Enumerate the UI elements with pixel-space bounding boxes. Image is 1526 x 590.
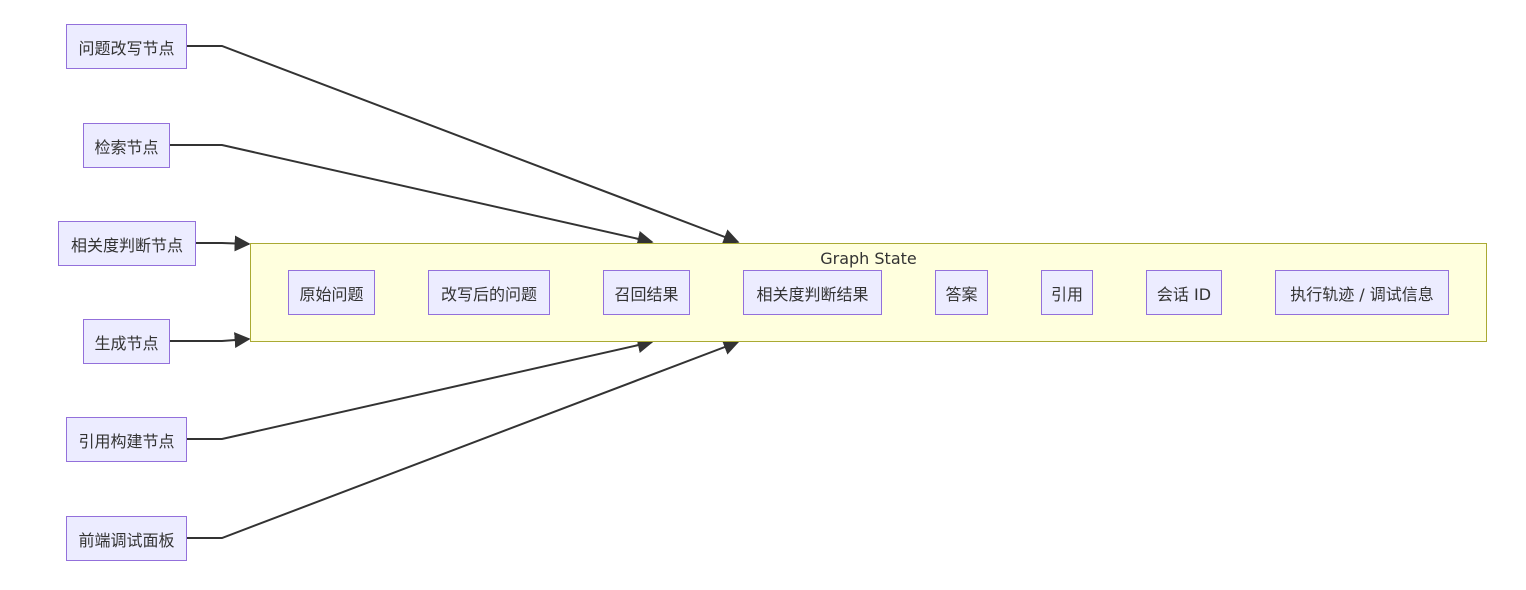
graph-state-title: Graph State [820, 249, 917, 268]
edge-relevance-to-state [196, 235, 251, 252]
field-answer: 答案 [935, 270, 988, 315]
node-frontend: 前端调试面板 [66, 516, 187, 561]
field-relevance-result: 相关度判断结果 [743, 270, 882, 315]
node-citation: 引用构建节点 [66, 417, 187, 462]
edge-rewrite-to-state [187, 45, 740, 245]
edge-citation-to-state [187, 337, 654, 440]
field-citations: 引用 [1041, 270, 1093, 315]
field-original-question: 原始问题 [288, 270, 375, 315]
edge-generate-to-state [170, 332, 251, 349]
node-generate: 生成节点 [83, 319, 170, 364]
node-retrieve: 检索节点 [83, 123, 170, 168]
field-recall-results: 召回结果 [603, 270, 690, 315]
node-rewrite: 问题改写节点 [66, 24, 187, 69]
edge-retrieve-to-state [170, 144, 654, 247]
field-rewritten-question: 改写后的问题 [428, 270, 550, 315]
field-session-id: 会话 ID [1146, 270, 1222, 315]
field-trace-debug: 执行轨迹 / 调试信息 [1275, 270, 1449, 315]
node-relevance: 相关度判断节点 [58, 221, 196, 266]
edge-frontend-to-state [187, 339, 740, 539]
